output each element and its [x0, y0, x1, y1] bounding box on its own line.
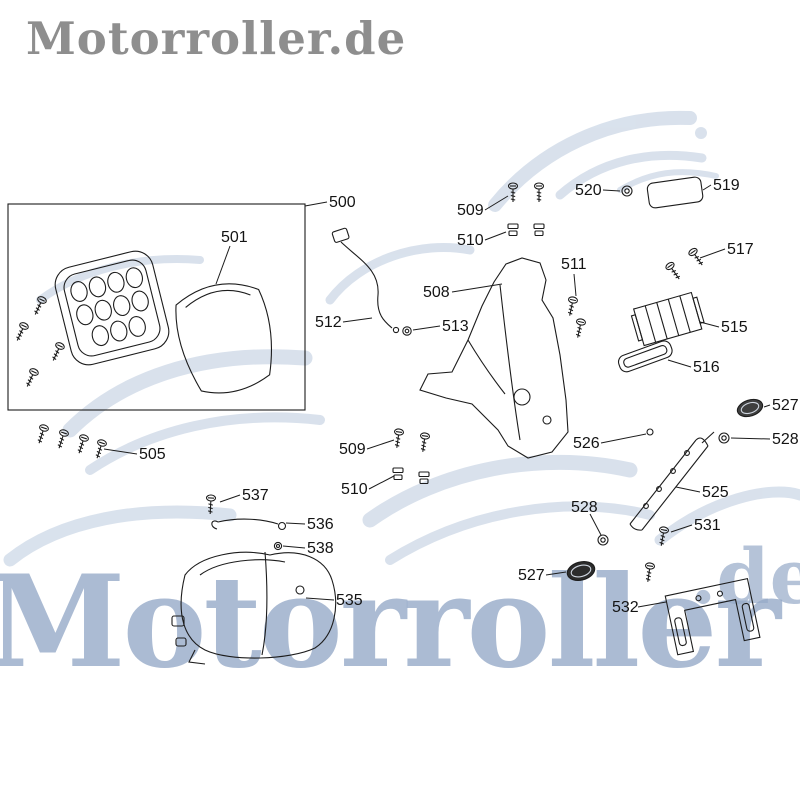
part-label-508: 508 [423, 284, 450, 301]
part-label-505: 505 [139, 446, 166, 463]
nut-528-right [718, 432, 730, 444]
screw-537 [205, 494, 217, 515]
washers-510-mid [392, 467, 430, 485]
gasket-516 [617, 340, 673, 373]
part-label-500: 500 [329, 194, 356, 211]
assembly-box-500 [7, 203, 306, 411]
part-label-520: 520 [575, 182, 602, 199]
part-label-528-right: 528 [772, 431, 799, 448]
part-label-509-top: 509 [457, 202, 484, 219]
screws-505 [34, 423, 108, 461]
part-label-531: 531 [694, 517, 721, 534]
plate-holder-532 [642, 561, 761, 656]
part-label-517: 517 [727, 241, 754, 258]
part-label-510-top: 510 [457, 232, 484, 249]
lever-536 [211, 518, 287, 531]
part-label-525: 525 [702, 484, 729, 501]
part-label-515: 515 [721, 319, 748, 336]
tail-light-lens [12, 250, 273, 394]
part-label-535: 535 [336, 592, 363, 609]
part-label-511: 511 [561, 256, 587, 273]
part-label-501: 501 [221, 229, 248, 246]
part-label-516: 516 [693, 359, 720, 376]
part-label-513: 513 [442, 318, 469, 335]
nut-513 [402, 326, 412, 336]
airbox-535 [171, 551, 337, 665]
rear-fairing-508 [419, 257, 569, 459]
part-label-526: 526 [573, 435, 600, 452]
part-label-510-mid: 510 [341, 481, 368, 498]
nut-520 [621, 185, 633, 197]
bolts-511 [564, 295, 587, 340]
washers-510-top [507, 223, 545, 237]
reflector-527-right [736, 398, 764, 418]
part-label-527-right: 527 [772, 397, 799, 414]
part-label-537: 537 [242, 487, 269, 504]
cable-512 [331, 227, 400, 334]
part-label-519: 519 [713, 177, 740, 194]
reflector-519 [646, 176, 704, 209]
part-label-536: 536 [307, 516, 334, 533]
screws-509-mid [391, 427, 431, 454]
part-label-512: 512 [315, 314, 342, 331]
leader-lines [103, 184, 771, 608]
nut-538 [273, 541, 283, 551]
license-bracket-525 [629, 428, 715, 531]
part-label-509-mid: 509 [339, 441, 366, 458]
bolt-531 [656, 525, 670, 548]
part-label-528-left: 528 [571, 499, 598, 516]
part-label-532: 532 [612, 599, 639, 616]
screws-517 [664, 246, 707, 283]
reflector-527-bottom [566, 561, 596, 581]
site-logo: Motorroller.de [26, 12, 407, 65]
part-label-527-bottom: 527 [518, 567, 545, 584]
screws-509-top [507, 182, 545, 203]
nut-528-left [597, 534, 609, 546]
bracket-515 [630, 291, 705, 347]
part-label-538: 538 [307, 540, 334, 557]
